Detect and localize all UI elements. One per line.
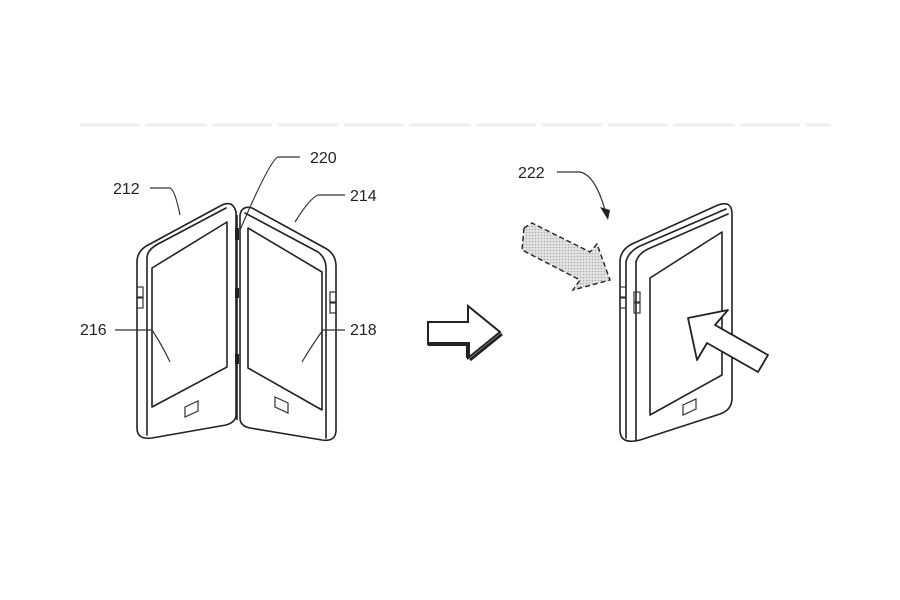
leader-218 xyxy=(301,329,345,363)
transition-arrow-icon xyxy=(427,303,503,362)
leader-216 xyxy=(115,329,171,363)
leader-222 xyxy=(557,171,606,211)
leader-212 xyxy=(150,187,181,216)
label-212: 212 xyxy=(113,181,140,198)
label-222: 222 xyxy=(518,165,545,182)
hinge-220 xyxy=(235,215,239,420)
device-222-folded xyxy=(619,202,733,443)
device-212 xyxy=(136,202,237,440)
fold-direction-arrow-icon xyxy=(521,222,611,292)
label-218: 218 xyxy=(350,322,377,339)
leader-214 xyxy=(294,194,345,223)
label-220: 220 xyxy=(310,150,337,167)
label-216: 216 xyxy=(80,322,107,339)
leader-222-arrowhead-icon xyxy=(600,207,610,220)
label-214: 214 xyxy=(350,188,377,205)
leader-220 xyxy=(239,156,300,231)
device-214 xyxy=(239,206,337,442)
touch-arrow-icon xyxy=(687,309,769,373)
